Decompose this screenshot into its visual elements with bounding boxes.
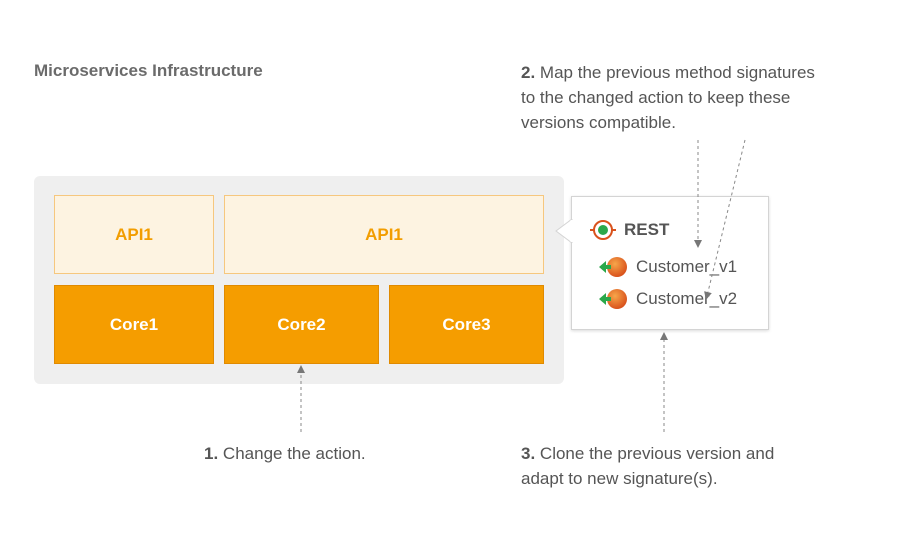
customer-v1-icon	[599, 257, 627, 277]
diagram-title: Microservices Infrastructure	[34, 61, 263, 80]
step2-number: 2.	[521, 63, 536, 82]
customer-v1-label: Customer_v1	[636, 257, 738, 276]
rest-label: REST	[624, 220, 670, 239]
core2-box[interactable]: Core2	[224, 285, 379, 364]
core1-box[interactable]: Core1	[54, 285, 214, 364]
step3-number: 3.	[521, 444, 536, 463]
step1-text: Change the action.	[222, 444, 366, 463]
api1-box-right[interactable]: API1	[224, 195, 544, 274]
step2-line1: Map the previous method signatures	[539, 63, 815, 82]
step3-line2: adapt to new signature(s).	[521, 469, 718, 488]
step1-note: 1. Change the action.	[204, 441, 366, 466]
step2-note: 2. Map the previous method signatures to…	[521, 60, 815, 135]
step3-line1: Clone the previous version and	[539, 444, 775, 463]
customer-v2-item[interactable]: Customer_v2	[598, 287, 737, 311]
step2-line2: to the changed action to keep these	[521, 88, 791, 107]
step1-number: 1.	[204, 444, 219, 463]
customer-v2-icon	[599, 289, 627, 309]
rest-service-icon	[590, 220, 616, 240]
step3-note: 3. Clone the previous version and adapt …	[521, 441, 774, 491]
step2-line3: versions compatible.	[521, 113, 676, 132]
popup-caret	[555, 219, 573, 243]
core3-box[interactable]: Core3	[389, 285, 544, 364]
customer-v1-item[interactable]: Customer_v1	[598, 255, 737, 279]
api1-box-left[interactable]: API1	[54, 195, 214, 274]
rest-header[interactable]: REST	[590, 218, 669, 242]
customer-v2-label: Customer_v2	[636, 289, 738, 308]
